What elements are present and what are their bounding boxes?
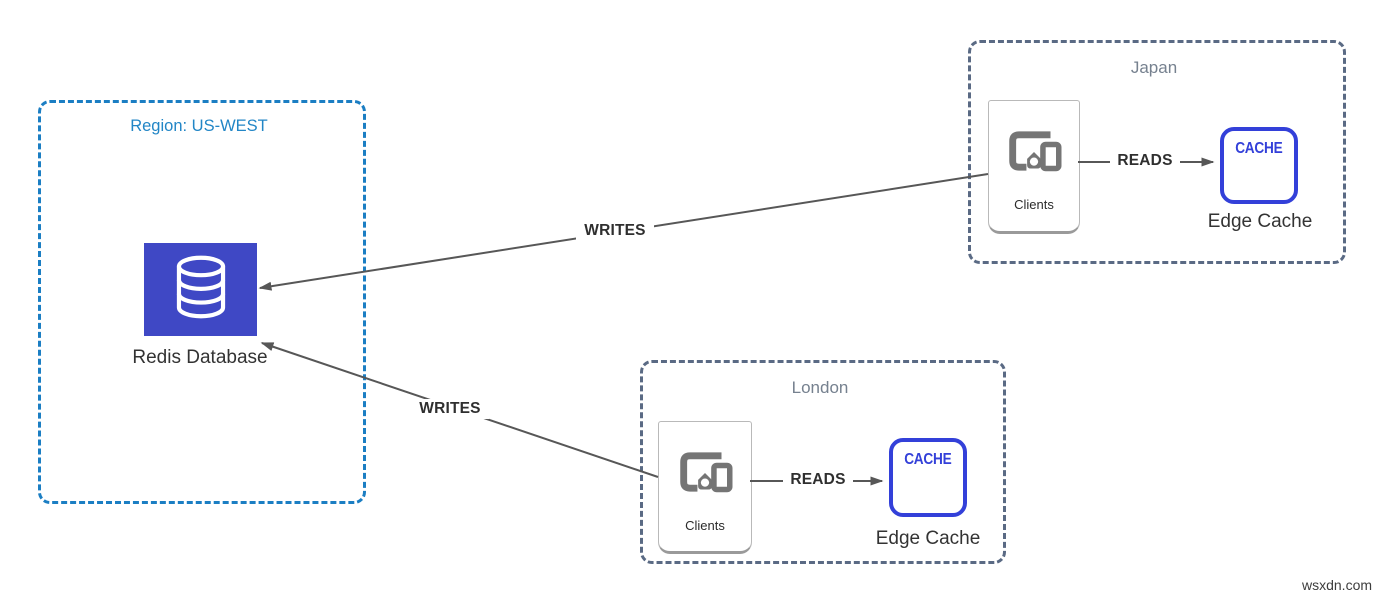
japan-reads-edge-label: READS: [1110, 151, 1180, 171]
japan-clients-card: Clients: [988, 100, 1080, 234]
london-cache-text: CACHE: [904, 451, 952, 468]
london-clients-label: Clients: [685, 518, 725, 533]
database-icon: [163, 249, 239, 330]
japan-cache-text: CACHE: [1235, 140, 1283, 157]
japan-clients-label: Clients: [1014, 197, 1054, 212]
london-writes-edge-label: WRITES: [411, 399, 489, 419]
london-cache-box: CACHE: [889, 438, 967, 517]
redis-database-label: Redis Database: [132, 347, 268, 368]
region-london-title: London: [791, 378, 849, 397]
redis-database-node: [144, 243, 257, 336]
japan-edge-cache-label: Edge Cache: [1207, 211, 1313, 232]
region-us-west-title: Region: US-WEST: [130, 117, 268, 135]
london-clients-card: Clients: [658, 421, 752, 554]
london-reads-edge-label: READS: [783, 470, 853, 490]
japan-writes-edge-label: WRITES: [576, 221, 654, 241]
watermark-text: wsxdn.com: [1302, 577, 1373, 593]
region-japan-box: [968, 40, 1346, 264]
region-japan-title: Japan: [1130, 58, 1178, 77]
london-edge-cache-label: Edge Cache: [875, 528, 981, 549]
japan-cache-box: CACHE: [1220, 127, 1298, 204]
region-us-west-box: [38, 100, 366, 504]
